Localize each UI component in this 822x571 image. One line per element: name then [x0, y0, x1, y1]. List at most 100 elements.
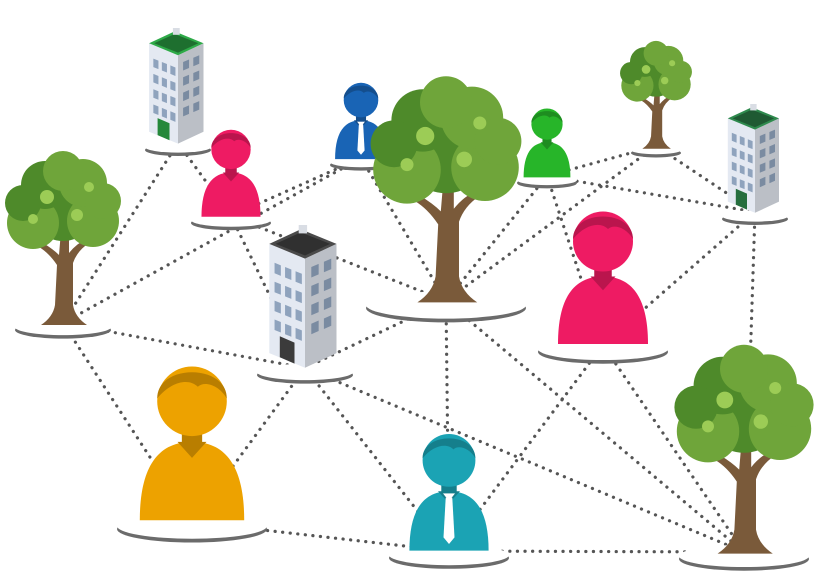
person-collar	[590, 276, 616, 291]
building-window	[739, 150, 745, 161]
building-figure	[727, 104, 779, 213]
tree-trunk	[641, 90, 673, 149]
building-side-wall	[755, 118, 779, 213]
building-figure	[269, 225, 337, 368]
person-body	[201, 172, 261, 217]
building-window	[183, 90, 190, 102]
connection-line-person-pink-small-to-building-center	[229, 214, 307, 370]
building-window	[747, 182, 753, 193]
building-entrance	[279, 336, 295, 364]
person-body	[523, 142, 571, 178]
building-roof-top	[275, 232, 331, 256]
tree-leaf-highlight	[400, 158, 414, 172]
tree-leaf-highlight	[473, 116, 487, 130]
person-collar	[540, 142, 554, 150]
building-window	[153, 89, 159, 100]
tree-icon	[620, 40, 692, 149]
building-window	[285, 285, 292, 299]
building-window	[161, 62, 167, 73]
building-window	[153, 58, 159, 70]
tree-leaf-highlight	[84, 182, 94, 192]
building-window	[274, 262, 281, 276]
person-body	[558, 276, 648, 344]
node-person-green	[517, 108, 577, 189]
node-building-top-left	[145, 28, 211, 156]
plate-top	[722, 210, 788, 222]
node-building-center	[257, 225, 353, 384]
building-window	[193, 101, 200, 113]
building-window	[274, 319, 281, 333]
person-figure	[523, 108, 571, 178]
building-window	[183, 105, 190, 117]
building-window	[295, 327, 302, 341]
person-hair	[211, 133, 251, 148]
person-icon	[409, 434, 489, 551]
building-window	[295, 290, 302, 304]
building-window	[285, 323, 292, 337]
rooftop-unit	[172, 28, 180, 35]
building-entrance	[735, 188, 747, 210]
building-roof-top	[732, 109, 775, 128]
building-window	[747, 139, 753, 150]
connection-line-building-center-to-tree-bottom-right	[303, 366, 746, 554]
connection-line-building-top-left-to-tree-left	[61, 141, 180, 325]
building-window	[747, 168, 753, 178]
building-window	[759, 148, 766, 159]
building-window	[769, 172, 775, 184]
plate-top	[366, 291, 526, 319]
building-window	[759, 133, 766, 144]
node-tree-bottom-right	[674, 344, 814, 571]
person-icon	[139, 366, 245, 521]
plate-top	[679, 544, 809, 568]
tree-icon	[674, 344, 814, 554]
plate-top	[145, 141, 211, 153]
tree-foliage-cluster	[720, 344, 768, 393]
building-window	[193, 70, 200, 82]
building-window	[183, 59, 190, 71]
tree-foliage-cluster	[370, 120, 418, 168]
connection-line-tree-top-right-to-tree-center	[444, 144, 658, 303]
node-person-teal	[389, 434, 509, 569]
connection-line-building-center-to-person-teal	[303, 366, 451, 553]
node-tree-left	[5, 151, 121, 339]
tree-figure	[5, 151, 121, 325]
tree-leaf-highlight	[456, 151, 472, 168]
tree-leaf-highlight	[71, 209, 83, 221]
building-window	[739, 136, 745, 146]
building-window	[323, 315, 332, 329]
building-icon	[727, 104, 779, 213]
network-nodes	[5, 28, 814, 571]
node-building-right	[722, 104, 788, 225]
building-window	[161, 92, 167, 104]
building-window	[295, 271, 302, 285]
connection-line-person-green-to-building-right	[545, 174, 757, 214]
building-window	[731, 161, 737, 172]
node-person-pink-large	[538, 211, 668, 364]
building-window	[759, 176, 766, 188]
tree-icon	[370, 76, 522, 303]
building-side-wall	[178, 43, 204, 144]
tree-foliage-cluster	[85, 183, 121, 219]
person-figure	[409, 434, 489, 551]
building-window	[769, 129, 775, 140]
connection-line-person-blue-to-tree-center	[359, 156, 448, 303]
building-window	[161, 107, 167, 119]
rooftop-unit	[750, 104, 757, 111]
building-window	[274, 300, 281, 314]
tree-leaf-highlight	[753, 414, 768, 429]
building-icon	[149, 28, 204, 144]
tree-foliage-cluster	[43, 151, 83, 191]
plate-top	[517, 174, 577, 186]
building-window	[769, 144, 775, 155]
building-window	[170, 96, 176, 107]
tree-leaf-highlight	[769, 382, 782, 394]
tree-trunk	[39, 231, 89, 325]
tree-leaf-highlight	[716, 391, 734, 409]
person-hair	[422, 438, 476, 459]
tree-figure	[370, 76, 522, 303]
person-figure	[558, 211, 648, 344]
node-tree-top-right	[620, 40, 692, 158]
building-window	[323, 296, 332, 311]
tree-leaf-highlight	[634, 79, 641, 87]
building-window	[153, 73, 159, 85]
